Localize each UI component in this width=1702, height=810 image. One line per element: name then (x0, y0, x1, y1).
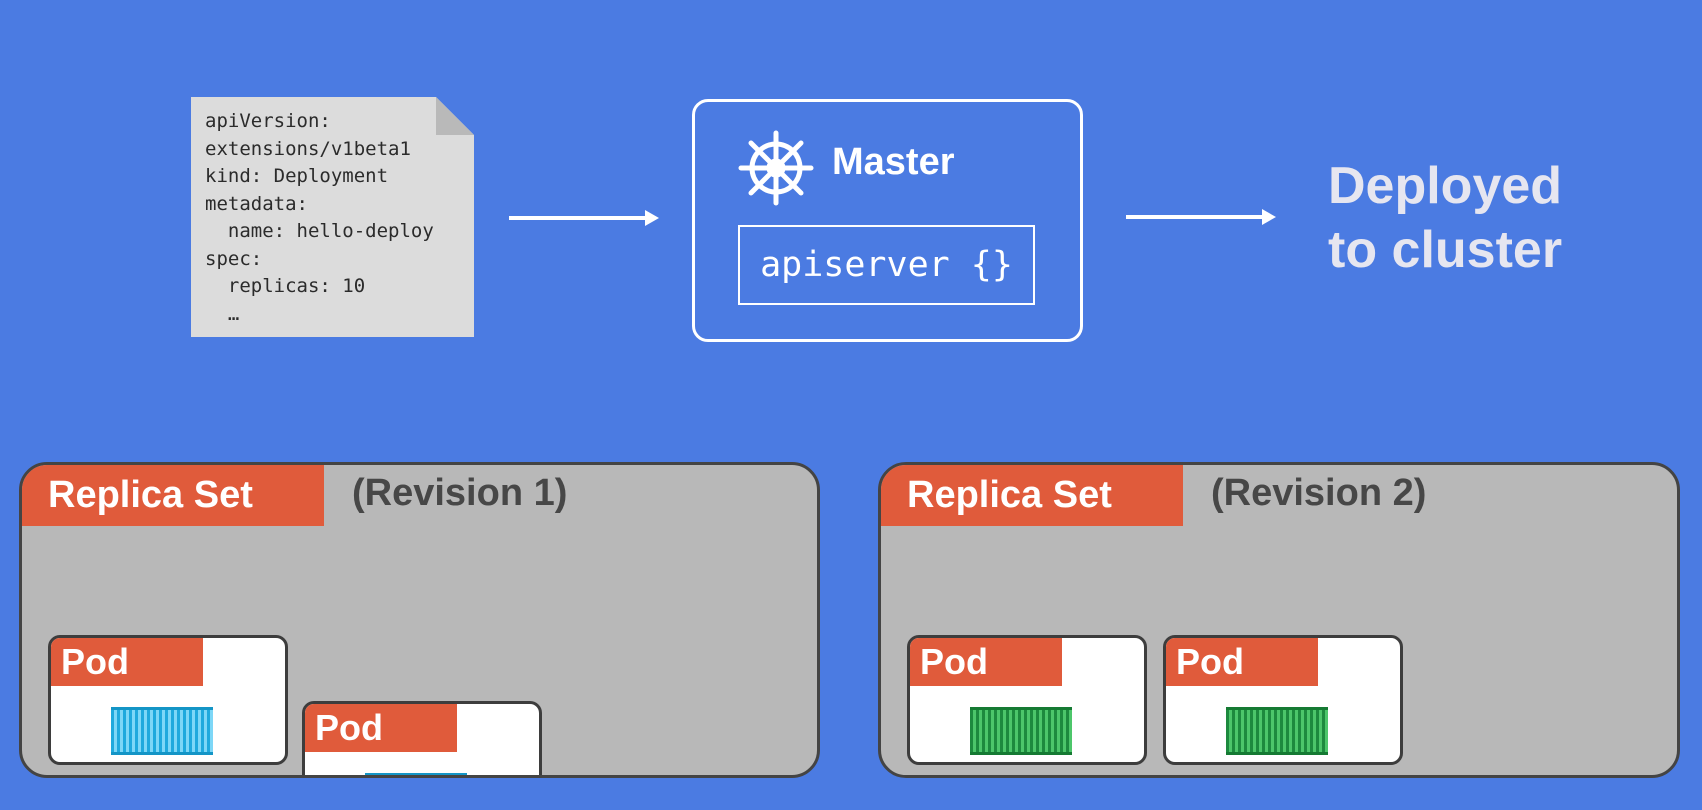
pod-label: Pod (305, 704, 457, 752)
revision-label-2: (Revision 2) (1211, 472, 1427, 514)
pod-label: Pod (51, 638, 203, 686)
apiserver-box: apiserver {} (738, 225, 1035, 305)
arrow-to-master (509, 210, 659, 226)
container-icon (970, 707, 1072, 755)
master-node-box (692, 99, 1083, 342)
deployed-line-1: Deployed (1328, 157, 1563, 215)
replica-set-panel-1: Replica Set Pod Pod (19, 462, 820, 778)
replica-set-label: Replica Set (881, 465, 1183, 526)
pod-card: Pod (907, 635, 1147, 765)
deployed-line-2: to cluster (1328, 221, 1563, 279)
yaml-line: kind: Deployment (205, 165, 389, 187)
yaml-manifest: apiVersion: extensions/v1beta1 kind: Dep… (205, 108, 434, 328)
yaml-document (191, 97, 474, 337)
container-icon (111, 707, 213, 755)
yaml-line: name: hello-deploy (205, 220, 434, 242)
deployed-caption: Deployed to cluster (1328, 154, 1562, 282)
yaml-line: … (205, 302, 240, 325)
pod-label: Pod (910, 638, 1062, 686)
yaml-line: replicas: 10 (205, 275, 366, 297)
arrow-to-cluster (1126, 209, 1276, 225)
apiserver-label: apiserver {} (760, 245, 1013, 285)
pod-card: Pod (48, 635, 288, 765)
container-icon (365, 773, 467, 775)
replica-set-panel-2: Replica Set Pod Pod (878, 462, 1680, 778)
document-fold-corner (436, 97, 474, 135)
revision-label-1: (Revision 1) (352, 472, 568, 514)
yaml-line: extensions/v1beta1 (205, 137, 411, 160)
yaml-line: apiVersion: (205, 110, 331, 132)
master-title: Master (832, 141, 955, 183)
pod-card: Pod (1163, 635, 1403, 765)
replica-set-label: Replica Set (22, 465, 324, 526)
container-icon (1226, 707, 1328, 755)
yaml-line: metadata: (205, 192, 308, 215)
helm-wheel-icon (738, 130, 814, 206)
yaml-line: spec: (205, 247, 263, 270)
pod-label: Pod (1166, 638, 1318, 686)
pod-card: Pod (302, 701, 542, 775)
